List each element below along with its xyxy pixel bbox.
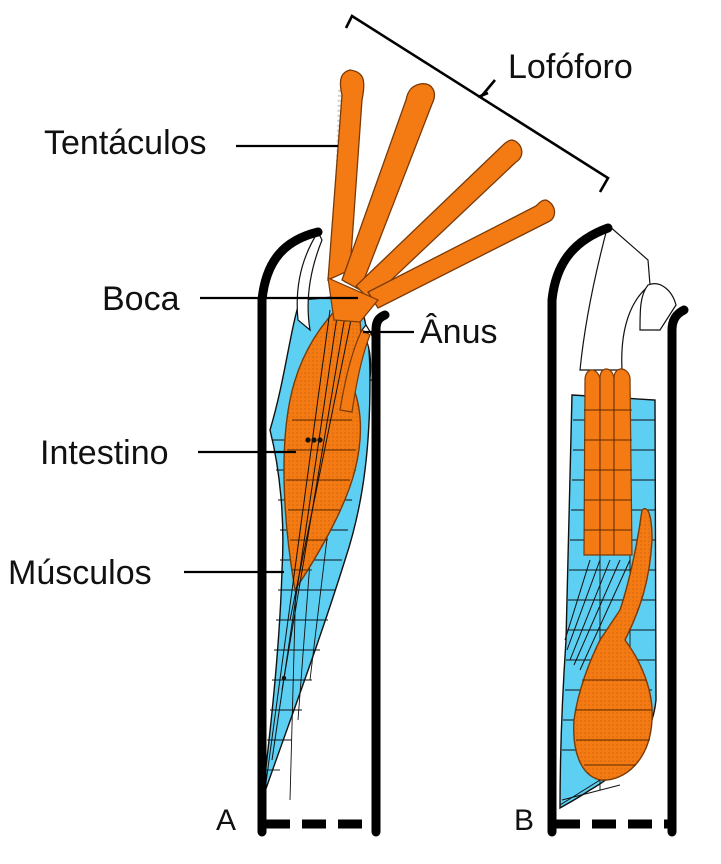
lophophore-label: Lofóforo <box>508 48 633 86</box>
collar-membrane-b <box>579 223 651 371</box>
animal-b <box>547 223 689 837</box>
tube-wall-right-b <box>667 305 689 837</box>
muscle-fibres-a <box>264 309 353 791</box>
tentacles-a <box>327 69 556 323</box>
intestine-segments-b <box>576 679 652 766</box>
tentacles-retracted-b <box>583 368 633 556</box>
animal-a <box>257 69 556 837</box>
mouth-label: Boca <box>102 280 180 318</box>
tentacles-label: Tentáculos <box>44 124 207 162</box>
muscles-label: Músculos <box>8 554 152 592</box>
panel-a-label: A <box>216 804 236 837</box>
tube-wall-right-a <box>371 310 390 837</box>
tube-wall-left-b <box>547 223 613 837</box>
intestine-label: Intestino <box>40 434 169 472</box>
muscle-fibres-b <box>559 559 631 806</box>
collar-membrane-a <box>296 230 323 332</box>
tube-wall-left-a <box>257 227 323 837</box>
anus-label: Ânus <box>420 313 498 351</box>
panel-b-label: B <box>514 804 534 837</box>
